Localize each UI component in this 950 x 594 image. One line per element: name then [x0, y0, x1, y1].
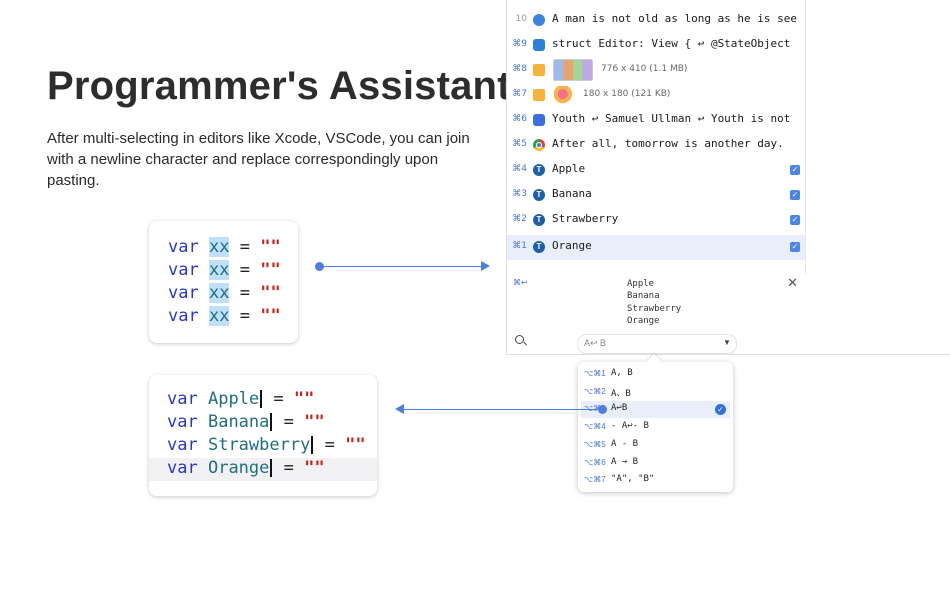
text-cursor [270, 459, 273, 477]
paste-shortcut-label: ⌘↩ [513, 278, 528, 287]
search-icon[interactable] [515, 335, 524, 344]
code-line: var Orange = "" [167, 458, 325, 478]
code-line: var xx = "" [168, 260, 281, 280]
list-item[interactable]: ⌘5 After all, tomorrow is another day. [512, 137, 784, 151]
close-icon[interactable]: ✕ [787, 275, 798, 290]
checkbox-checked-icon[interactable]: ✓ [790, 165, 800, 175]
format-option[interactable]: ⌥⌘6 A → B [584, 457, 639, 467]
join-format-select[interactable]: A↩ B ▼ [577, 334, 737, 354]
checkbox-checked-icon[interactable]: ✓ [790, 215, 800, 225]
format-option[interactable]: ⌥⌘4 - A↩- B [584, 421, 649, 431]
text-cursor [270, 413, 273, 431]
clipboard-panel: 10 A man is not old as long as he is see… [506, 0, 950, 355]
safari-icon [533, 14, 545, 26]
arrow-head-icon [395, 404, 404, 414]
list-item[interactable]: ⌘6 Youth ↩ Samuel Ullman ↩ Youth is not … [512, 112, 797, 126]
format-option[interactable]: ⌥⌘2 A、B [584, 387, 631, 399]
code-line: var Banana = "" [167, 412, 325, 432]
clipboard-list: 10 A man is not old as long as he is see… [507, 0, 806, 274]
list-item[interactable]: ⌘7 180 x 180 (121 KB) [507, 83, 805, 108]
merge-preview: ⌘↩ ✕ Apple Banana Strawberry Orange [513, 275, 798, 326]
list-item[interactable]: ⌘4 T Apple ✓ [512, 162, 800, 176]
arrow-start-dot [598, 405, 607, 414]
arrow-line [403, 409, 603, 410]
arrow-line [320, 266, 482, 267]
list-item[interactable]: ⌘3 T Banana ✓ [512, 187, 800, 201]
join-format-dropdown: ⌥⌘1 A, B ⌥⌘2 A、B ⌥⌘3 A↩B ✓ ⌥⌘4 - A↩- B ⌥… [578, 353, 733, 492]
search-bar: A↩ B ▼ [507, 331, 805, 354]
checkbox-checked-icon[interactable]: ✓ [790, 190, 800, 200]
typora-icon: T [533, 189, 545, 201]
image-thumbnail [554, 86, 576, 104]
current-line-highlight [149, 458, 377, 481]
format-option-selected[interactable]: ⌥⌘3 A↩B ✓ [581, 401, 730, 418]
feature-description: After multi-selecting in editors like Xc… [47, 130, 470, 189]
format-option[interactable]: ⌥⌘5 A - B [584, 439, 639, 449]
text-cursor [311, 436, 314, 454]
list-item[interactable]: 10 A man is not old as long as he is see… [515, 12, 797, 26]
format-option[interactable]: ⌥⌘1 A, B [584, 368, 633, 378]
page-title: Programmer's Assistant [47, 64, 511, 108]
list-item-selected[interactable]: ⌘1 T Orange ✓ [507, 235, 805, 260]
check-icon: ✓ [715, 404, 726, 415]
format-option[interactable]: ⌥⌘7 "A", "B" [584, 474, 655, 484]
typora-icon: T [533, 164, 545, 176]
code-line: var xx = "" [168, 306, 281, 326]
pages-icon [533, 114, 545, 126]
chrome-icon [533, 139, 545, 151]
editor-after-card: var Apple = "" var Banana = "" var Straw… [149, 375, 377, 496]
code-line: var xx = "" [168, 237, 281, 257]
chevron-down-icon: ▼ [723, 338, 731, 347]
typora-icon: T [533, 241, 545, 253]
code-line: var Strawberry = "" [167, 435, 366, 455]
sketch-icon [533, 89, 545, 101]
checkbox-checked-icon[interactable]: ✓ [790, 242, 800, 252]
sketch-icon [533, 64, 545, 76]
xcode-icon [533, 39, 545, 51]
typora-icon: T [533, 214, 545, 226]
list-item[interactable]: ⌘2 T Strawberry ✓ [512, 212, 800, 226]
list-item[interactable]: ⌘9 struct Editor: View { ↩ @StateObject … [512, 37, 797, 51]
arrow-start-dot [315, 262, 324, 271]
list-item[interactable]: ⌘8 776 x 410 (1.1 MB) [507, 58, 805, 83]
editor-before-card: var xx = "" var xx = "" var xx = "" var … [149, 221, 298, 343]
arrow-head-icon [481, 261, 490, 271]
image-thumbnail [553, 59, 593, 81]
text-cursor [260, 390, 263, 408]
code-line: var xx = "" [168, 283, 281, 303]
code-line: var Apple = "" [167, 389, 315, 409]
